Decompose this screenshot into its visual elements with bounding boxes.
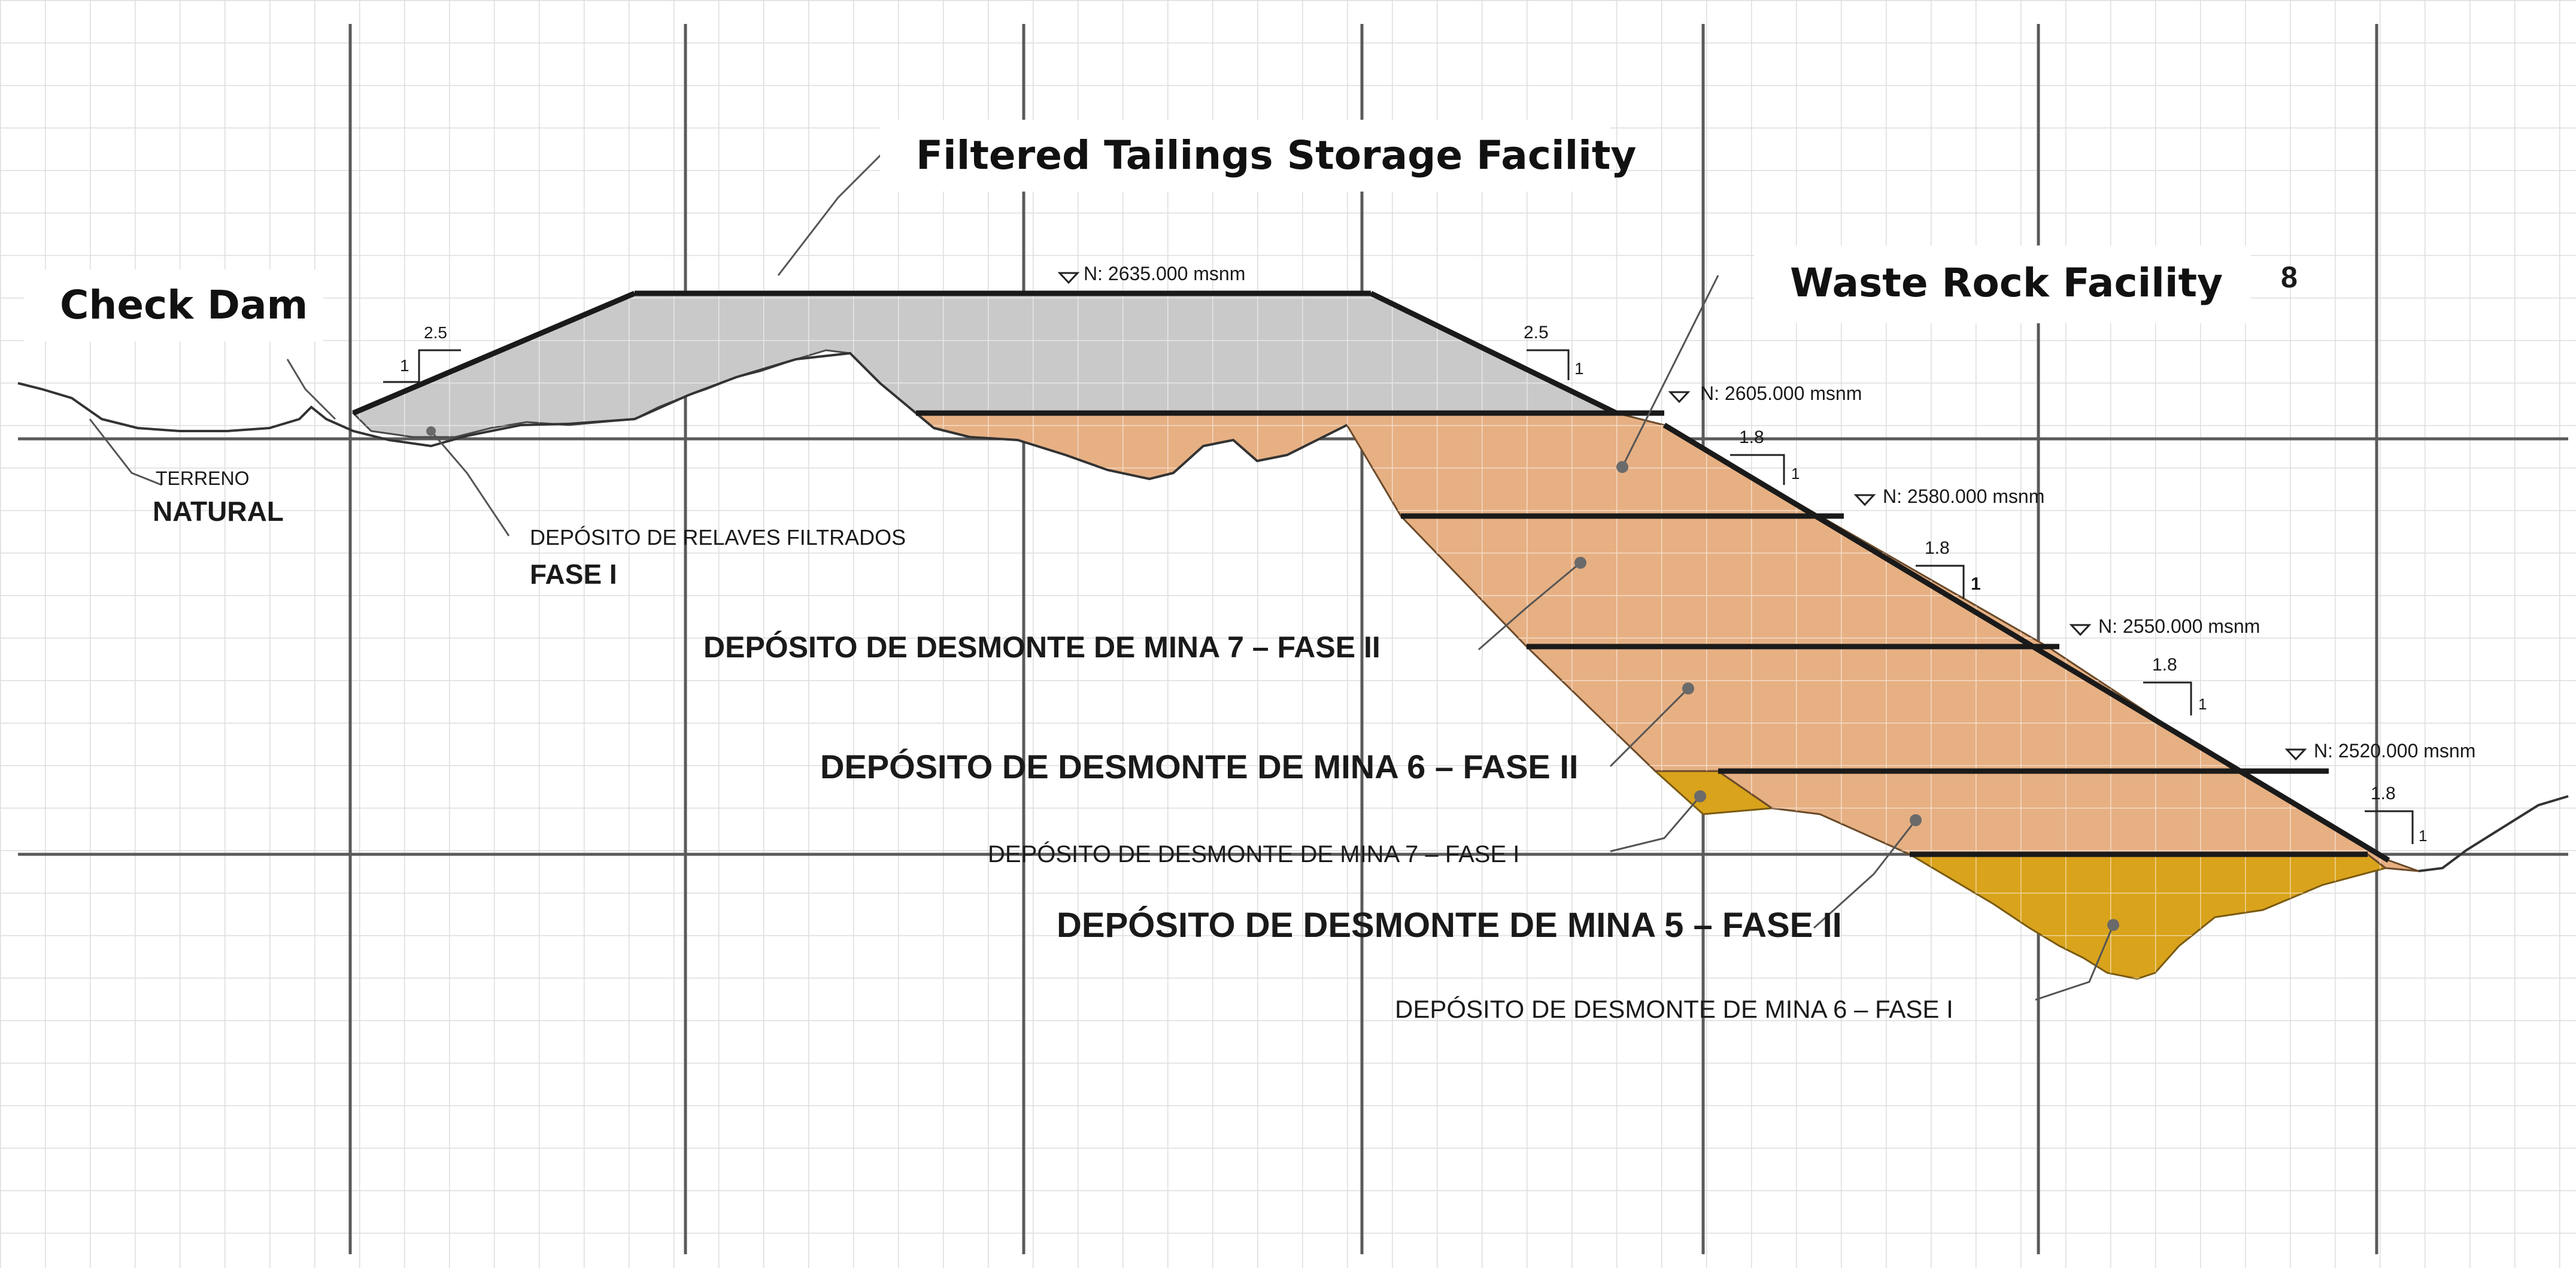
wrf-ratio-3: 1.8 [2152, 655, 2177, 675]
filtered-tailings-title: Filtered Tailings Storage Facility [916, 132, 1636, 178]
tsf-right-unit: 1 [1574, 359, 1584, 378]
wrf-ratio-2: 1.8 [1925, 538, 1950, 558]
wrf-ratio-1: 1.8 [1739, 427, 1764, 447]
filtered-tailings-title-box [880, 120, 1610, 192]
terrain-label-line2: NATURAL [153, 496, 284, 527]
check-dam-title-box [24, 269, 323, 341]
dm7-fase2-label: DEPÓSITO DE DESMONTE DE MINA 7 – FASE II [703, 630, 1380, 664]
wrf-unit-3: 1 [2198, 695, 2207, 713]
tsf-right-ratio: 2.5 [1524, 323, 1549, 342]
check-dam-title: Check Dam [60, 282, 308, 328]
wrf-unit-4: 1 [2419, 827, 2427, 845]
elevation-2520: N: 2520.000 msnm [2314, 740, 2475, 762]
phase1-deposits [1653, 770, 2388, 980]
wrf-unit-2: 1 [1971, 574, 1981, 594]
elevation-2580: N: 2580.000 msnm [1883, 486, 2044, 507]
leader-lines [89, 148, 2114, 1001]
dm6-fase2-label: DEPÓSITO DE DESMONTE DE MINA 6 – FASE II [820, 748, 1578, 785]
wrf-unit-1: 1 [1791, 465, 1800, 483]
tsf-left-ratio: 2.5 [424, 323, 447, 342]
elevation-markers [1057, 272, 2307, 761]
dm6-fase1-label: DEPÓSITO DE DESMONTE DE MINA 6 – FASE I [1395, 995, 1953, 1023]
relaves-label-line2: FASE I [530, 559, 617, 590]
wrf-ratio-4: 1.8 [2371, 784, 2396, 803]
relaves-label-line1: DEPÓSITO DE RELAVES FILTRADOS [530, 525, 906, 550]
dm5-fase2-label: DEPÓSITO DE DESMONTE DE MINA 5 – FASE II [1057, 906, 1842, 945]
slope-ratio-marks [383, 349, 2414, 844]
elevation-2635: N: 2635.000 msnm [1084, 263, 1245, 284]
figure-number: 8 [2281, 260, 2298, 294]
waste-rock-title: Waste Rock Facility [1790, 260, 2223, 306]
terrain-label-line1: TERRENO [156, 468, 249, 489]
elevation-2605: N: 2605.000 msnm [1700, 383, 1862, 404]
dm7-fase1-label: DEPÓSITO DE DESMONTE DE MINA 7 – FASE I [988, 841, 1519, 867]
tsf-left-unit: 1 [400, 356, 409, 375]
elevation-2550: N: 2550.000 msnm [2098, 615, 2260, 637]
point-markers [426, 426, 2119, 931]
tailings-body [351, 292, 1617, 438]
crest-lines [352, 290, 2390, 863]
waste-rock-title-box [1754, 245, 2251, 323]
natural-terrain-line [17, 351, 1348, 481]
